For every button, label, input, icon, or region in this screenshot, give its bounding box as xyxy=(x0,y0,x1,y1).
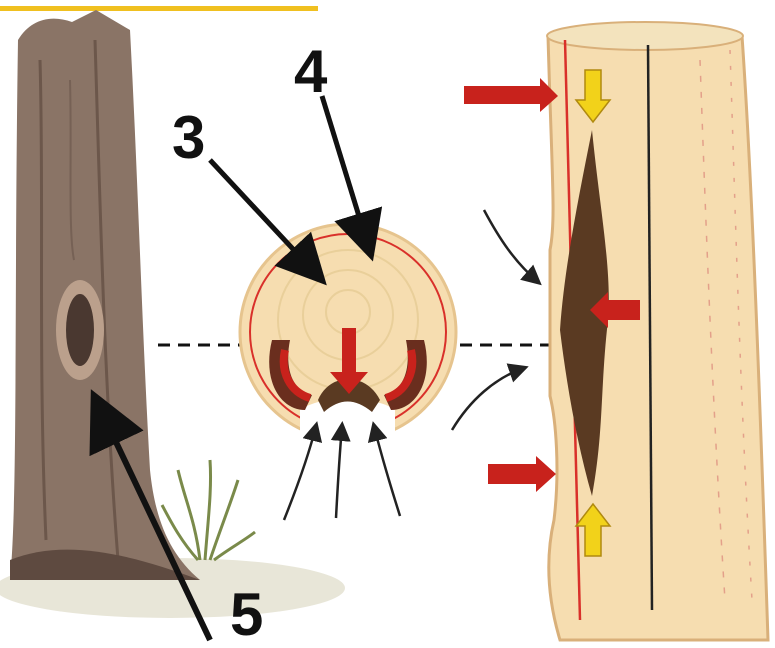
tree-trunk-illustration xyxy=(10,10,200,580)
grass-tuft xyxy=(162,460,255,560)
wood-cross-section xyxy=(240,224,456,445)
top-accent-bar xyxy=(0,6,318,11)
pointer-arrow-3 xyxy=(210,160,320,278)
label-5: 5 xyxy=(230,585,263,645)
label-3: 3 xyxy=(172,108,205,168)
label-4: 4 xyxy=(294,42,327,102)
split-log-illustration xyxy=(452,22,768,640)
